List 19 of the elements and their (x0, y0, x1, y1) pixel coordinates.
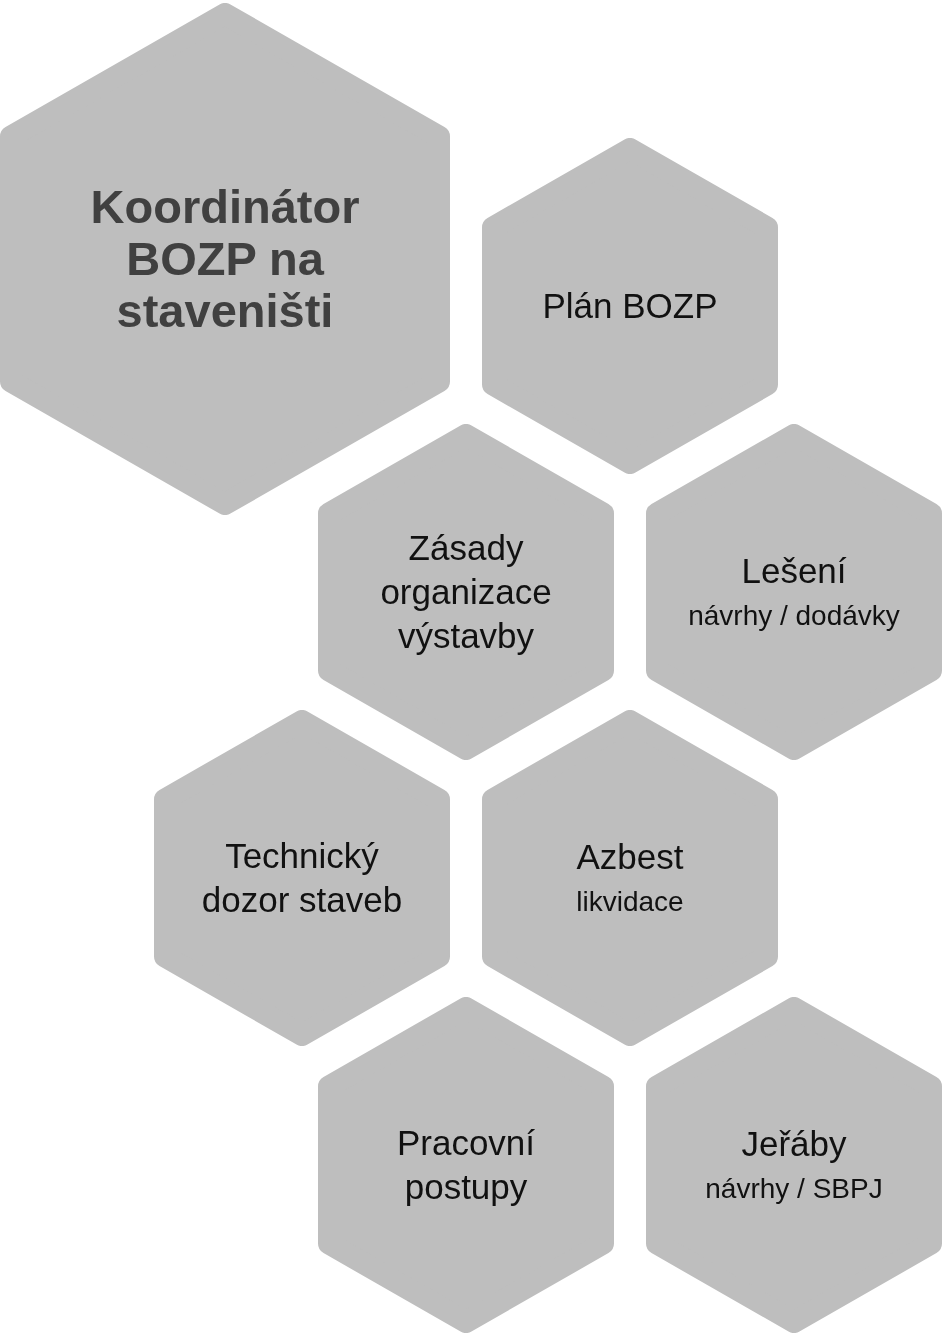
hexagon-node (154, 710, 450, 1046)
hexagon-node (0, 3, 450, 515)
hexagon-node (482, 138, 778, 474)
node-title: Technický dozor staveb (200, 835, 404, 921)
hexagon-node (318, 997, 614, 1333)
node-title: Lešení (741, 550, 847, 592)
hexagon-node (482, 710, 778, 1046)
node-title: Zásady organizace výstavby (379, 527, 553, 657)
hexagon-node (646, 424, 942, 760)
node-title: Koordinátor BOZP na staveništi (89, 181, 361, 337)
node-title: Plán BOZP (542, 285, 718, 327)
node-subtitle: návrhy / SBPJ (705, 1172, 883, 1206)
node-title: Azbest (576, 836, 684, 878)
hexagon-node (646, 997, 942, 1333)
node-subtitle: likvidace (576, 885, 684, 919)
node-subtitle: návrhy / dodávky (688, 599, 900, 633)
node-title: Jeřáby (741, 1123, 847, 1165)
hexagon-node (318, 424, 614, 760)
node-title: Pracovní postupy (395, 1122, 537, 1208)
